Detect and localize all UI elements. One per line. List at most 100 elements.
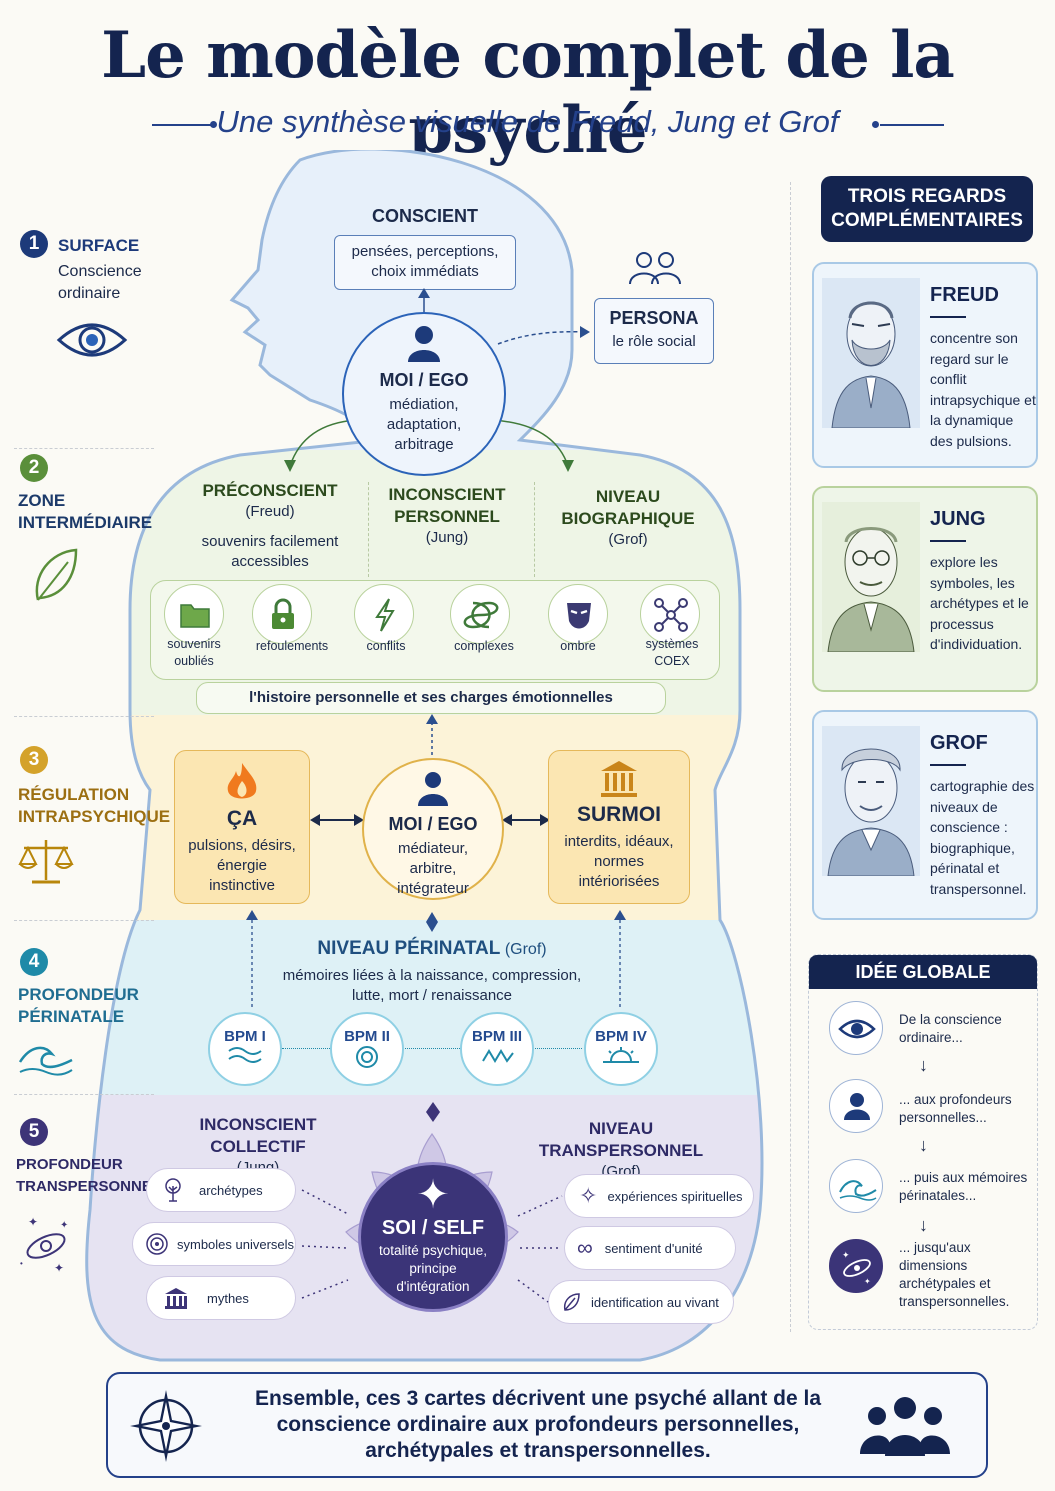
wave-icon xyxy=(18,1046,73,1076)
vivant-pill[interactable]: identification au vivant xyxy=(548,1280,734,1324)
perinatal-connectors xyxy=(246,910,626,1010)
column-divider xyxy=(790,182,791,1332)
page-subtitle: Une synthèse visuelle de Freud, Jung et … xyxy=(216,104,839,139)
persona-title: PERSONA xyxy=(609,308,699,328)
biographique-block: NIVEAU BIOGRAPHIQUE (Grof) xyxy=(548,486,708,550)
soi-text: totalité psychique, principe d'intégrati… xyxy=(378,1243,488,1294)
freud-underline xyxy=(930,316,966,318)
subtitle-rule-left xyxy=(152,124,212,126)
person-icon xyxy=(418,772,448,806)
idee-header: IDÉE GLOBALE xyxy=(809,955,1037,989)
leaf-icon xyxy=(563,1293,580,1311)
surmoi-box: SURMOI interdits, idéaux, normes intério… xyxy=(548,750,690,904)
bpm-circle[interactable]: BPM I xyxy=(208,1012,282,1086)
mid-icons-panel xyxy=(150,580,720,680)
leaf-icon xyxy=(35,548,78,601)
moi-top-text: médiation, adaptation, arbitrage xyxy=(386,396,462,453)
temple-icon xyxy=(165,1288,187,1309)
mid-icon-label: systèmes COEX xyxy=(645,637,699,668)
perinatal-title: NIVEAU PÉRINATAL xyxy=(317,938,501,959)
diamond-marker xyxy=(426,1102,440,1122)
spirituelles-pill[interactable]: ✧ expériences spirituelles xyxy=(564,1174,754,1218)
galaxy-icon: ✦ ✦ ✦ • xyxy=(20,1215,68,1274)
ca-title: ÇA xyxy=(226,807,258,830)
idee-arrow: ↓ xyxy=(919,1215,928,1235)
zone-3-number: 3 xyxy=(20,746,48,774)
waves-icon xyxy=(228,1047,262,1063)
unite-pill[interactable]: ∞ sentiment d'unité xyxy=(564,1226,736,1270)
preconscient-block: PRÉCONSCIENT (Freud) souvenirs facilemen… xyxy=(190,480,350,572)
svg-text:✦: ✦ xyxy=(842,1250,850,1260)
eye-icon xyxy=(838,1019,876,1039)
idee-arrow: ↓ xyxy=(919,1055,928,1075)
self-connectors xyxy=(301,1189,563,1303)
subtitle-dot-right xyxy=(872,121,879,128)
mid-banner: l'histoire personnelle et ses charges ém… xyxy=(196,682,666,714)
bpm-circle[interactable]: BPM III xyxy=(460,1012,534,1086)
preconscient-text: souvenirs facilement accessibles xyxy=(201,533,339,570)
pill-label: mythes xyxy=(207,1290,249,1306)
person-icon xyxy=(408,326,440,362)
bpm-circle[interactable]: BPM II xyxy=(330,1012,404,1086)
zone-4-title: PROFONDEUR PÉRINATALE xyxy=(18,985,139,1026)
svg-text:•: • xyxy=(20,1259,23,1268)
persona-text: le rôle social xyxy=(612,333,696,350)
regards-header: TROIS REGARDS COMPLÉMENTAIRES xyxy=(821,176,1033,242)
lightning-icon xyxy=(375,598,395,632)
zone-divider xyxy=(14,448,154,449)
zone-3-title: RÉGULATION INTRAPSYCHIQUE xyxy=(18,785,171,826)
spiral-icon xyxy=(146,1233,168,1255)
idee-step-text: ... jusqu'aux dimensions archétypales et… xyxy=(899,1240,1010,1309)
freud-name: FREUD xyxy=(930,284,999,306)
biographique-title: NIVEAU BIOGRAPHIQUE xyxy=(561,487,695,528)
perinatal-author: (Grof) xyxy=(504,941,547,958)
footer-box: Ensemble, ces 3 cartes décrivent une psy… xyxy=(106,1372,988,1478)
zone-1-title: SURFACE xyxy=(58,236,140,255)
regulation-connectors xyxy=(310,714,550,932)
subtitle-dot-left xyxy=(210,121,217,128)
compass-icon xyxy=(130,1390,202,1462)
bpm-label: BPM II xyxy=(344,1028,390,1045)
zigzag-icon xyxy=(482,1049,514,1063)
svg-text:✦: ✦ xyxy=(864,1277,871,1286)
zone-2-number: 2 xyxy=(20,454,48,482)
collectif-title: INCONSCIENT COLLECTIF xyxy=(199,1115,317,1156)
grof-underline xyxy=(930,764,966,766)
zone-1-subtitle: Conscience ordinaire xyxy=(58,263,142,302)
symboles-pill[interactable]: symboles universels xyxy=(132,1222,296,1266)
mythes-pill[interactable]: mythes xyxy=(146,1276,296,1320)
bpm-label: BPM I xyxy=(224,1028,266,1045)
svg-text:✦: ✦ xyxy=(54,1261,64,1274)
archetypes-pill[interactable]: archétypes xyxy=(146,1168,296,1212)
svg-text:✦: ✦ xyxy=(28,1215,38,1229)
transpersonnel-title: NIVEAU TRANSPERSONNEL xyxy=(538,1119,704,1160)
inconscient-author: (Jung) xyxy=(425,529,469,546)
grof-name: GROF xyxy=(930,732,988,754)
flame-icon xyxy=(227,763,257,799)
moi-mid-title: MOI / EGO xyxy=(388,814,478,834)
ca-text: pulsions, désirs, énergie instinctive xyxy=(188,837,296,894)
freud-text: concentre son regard sur le conflit intr… xyxy=(930,330,1036,449)
biographique-author: (Grof) xyxy=(608,531,648,548)
bpm-label: BPM IV xyxy=(595,1028,647,1045)
sunrise-icon xyxy=(603,1047,639,1063)
zone-4-number: 4 xyxy=(20,948,48,976)
jung-portrait xyxy=(822,502,920,652)
conscient-text: pensées, perceptions, choix immédiats xyxy=(351,243,499,280)
idee-step-circle xyxy=(829,1079,883,1133)
idee-step-text: De la conscience ordinaire... xyxy=(899,1012,1002,1045)
pill-label: expériences spirituelles xyxy=(607,1188,743,1204)
zone-2-title: ZONE INTERMÉDIAIRE xyxy=(18,491,153,532)
inconscient-title: INCONSCIENT PERSONNEL xyxy=(388,485,506,526)
mid-icon-card xyxy=(548,584,608,644)
zone-5-number: 5 xyxy=(20,1118,48,1146)
column-divider xyxy=(534,482,535,577)
persona-box: PERSONA le rôle social xyxy=(594,298,714,364)
folder-icon xyxy=(180,604,210,628)
mid-icon-label: refoulements xyxy=(255,639,329,653)
mid-icon-label: conflits xyxy=(366,639,406,653)
idee-step-circle: ✦✦ xyxy=(829,1239,883,1293)
mid-icon-card xyxy=(354,584,414,644)
bpm-circle[interactable]: BPM IV xyxy=(584,1012,658,1086)
wave-icon xyxy=(839,1180,877,1201)
